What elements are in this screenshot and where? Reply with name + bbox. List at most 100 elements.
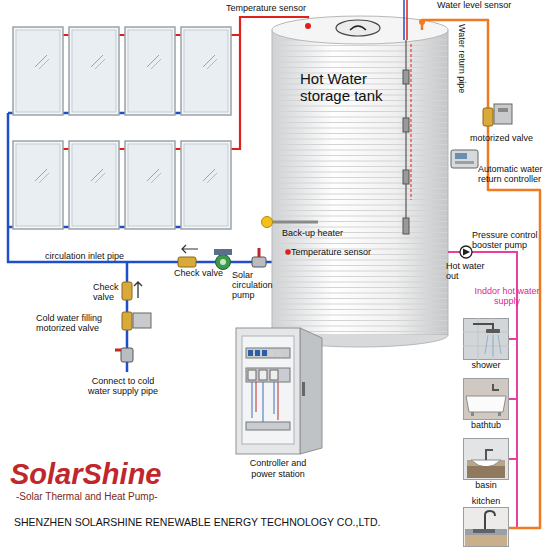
collector-panel	[69, 141, 119, 229]
temperature-sensor	[285, 249, 291, 255]
bathtub-picture-part	[498, 412, 501, 416]
collector-panel	[13, 27, 63, 115]
node-label: kitchen	[463, 496, 509, 507]
tank-rib	[273, 293, 447, 294]
valve-actuator	[494, 104, 512, 124]
heater-head	[262, 217, 273, 228]
kitchen-picture	[463, 507, 509, 547]
level-probe	[403, 170, 409, 184]
fixture-kitchen: kitchen	[463, 496, 509, 549]
glass-glare	[35, 55, 47, 67]
kitchen-picture-part	[473, 529, 495, 533]
tank-rib	[273, 282, 447, 283]
tank-rib	[273, 133, 447, 134]
collector-glass	[16, 30, 60, 112]
collector-panel	[181, 27, 231, 115]
glass-glare	[151, 173, 161, 183]
kitchen-picture-part	[464, 508, 509, 547]
controller-buttons	[455, 161, 474, 164]
pump-hub	[220, 259, 226, 265]
tank-rib	[273, 298, 447, 299]
kitchen-picture-part	[465, 535, 507, 546]
tank-rib	[273, 199, 447, 200]
glass-glare	[203, 169, 215, 181]
part-label: Connect to cold water supply pipe	[80, 376, 166, 396]
cabinet-symbol-part	[262, 350, 267, 356]
pump-arrow	[463, 249, 470, 256]
cabinet-symbol-part	[246, 422, 290, 430]
cabinet-symbol-part	[242, 336, 294, 444]
part-label: Inddor hot water supply	[466, 286, 548, 306]
tank-rib	[273, 243, 447, 244]
cabinet-symbol-part	[252, 382, 274, 422]
circulation-pump	[216, 255, 231, 270]
solar-collectors	[13, 27, 231, 229]
glass-glare	[91, 169, 103, 181]
cabinet-symbol-part	[246, 348, 290, 358]
temperature-sensor	[305, 23, 311, 29]
tank-rib	[273, 188, 447, 189]
tank-rib	[273, 271, 447, 272]
tank-rib	[273, 45, 447, 46]
tank-rib	[273, 62, 447, 63]
brand-text: -Solar Thermal and Heat Pump-	[16, 491, 158, 503]
basin-picture-part	[467, 466, 505, 478]
kitchen-picture-part	[465, 529, 507, 535]
storage-tank	[272, 16, 448, 347]
icon-frame	[463, 378, 509, 420]
cold-fittings	[115, 282, 151, 362]
collector-glass	[184, 144, 228, 226]
collector-glass	[184, 30, 228, 112]
collector-glass	[72, 30, 116, 112]
fixture-shower: shower	[463, 318, 509, 374]
cabinet-symbol-part	[255, 350, 260, 356]
collector-panel	[125, 27, 175, 115]
node-label: shower	[463, 360, 509, 371]
sensor-wire	[406, 0, 408, 40]
motorized-valve	[122, 312, 132, 330]
icon-frame	[463, 438, 509, 480]
node-label: Hot Water storage tank	[272, 30, 410, 104]
collector-glass	[72, 144, 116, 226]
glass-glare	[203, 55, 215, 67]
hot-supply-pipe	[448, 252, 517, 459]
pump-circle	[460, 246, 472, 258]
part-label: Solar circulation pump	[232, 270, 284, 300]
inlet-fittings	[178, 245, 266, 270]
tank-rib	[273, 227, 447, 228]
cabinet-symbol-part	[302, 382, 305, 396]
cabinet-symbol-part	[300, 328, 322, 454]
glass-glare	[35, 169, 47, 181]
shower-picture-part	[463, 318, 509, 360]
valve-body	[483, 108, 493, 126]
tank-rib	[273, 183, 447, 184]
bathtub-picture-part	[471, 412, 474, 416]
bathtub-picture-part	[493, 384, 499, 390]
collector-glass	[128, 30, 172, 112]
valve-handle	[258, 248, 261, 257]
part-label: Temperature sensor	[226, 3, 306, 13]
tank-rib	[273, 166, 447, 167]
collector-panel	[13, 141, 63, 229]
icon-frame	[230, 322, 326, 458]
tank-rib	[273, 304, 447, 305]
part-label: Water level sensor	[437, 0, 511, 10]
tank-rib	[273, 67, 447, 68]
brand-text: SolarShine	[10, 458, 162, 490]
shower-picture-part	[485, 335, 501, 356]
part-label: motorized valve	[470, 133, 533, 143]
collector-panel	[181, 141, 231, 229]
check-valve	[178, 257, 196, 267]
solar-pipes	[8, 17, 308, 372]
valve-handle	[115, 349, 121, 352]
glass-glare	[95, 59, 105, 69]
tank-rib	[273, 139, 447, 140]
shower-picture	[463, 318, 509, 360]
glass-glare	[39, 59, 49, 69]
bathtub-picture-part	[464, 379, 509, 420]
basin-picture	[463, 438, 509, 480]
cabinet-symbol-part	[269, 350, 274, 356]
basin-picture-part	[464, 439, 509, 480]
level-probe	[403, 70, 409, 84]
